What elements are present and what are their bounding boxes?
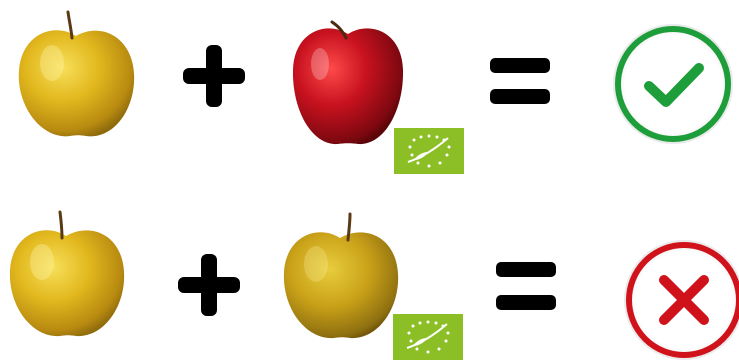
equals-icon <box>496 260 556 312</box>
check-icon <box>611 22 735 146</box>
equation-row-1 <box>14 8 735 174</box>
eu-organic-label <box>393 314 463 360</box>
plus-icon <box>178 254 240 316</box>
yellow-apple-icon <box>14 8 139 143</box>
eu-organic-label <box>394 128 464 174</box>
equation-row-2 <box>0 180 739 360</box>
cross-icon <box>622 238 739 360</box>
plus-icon <box>183 45 245 107</box>
red-apple-icon <box>290 14 406 148</box>
yellow-apple-icon <box>280 212 402 342</box>
yellow-apple-icon <box>6 210 128 340</box>
equals-icon <box>490 56 550 106</box>
